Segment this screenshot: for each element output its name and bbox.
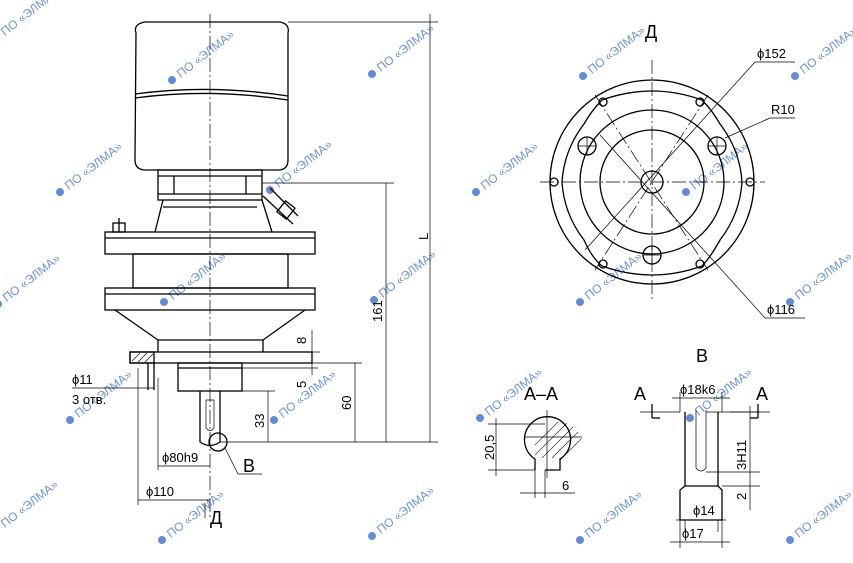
view-arrow-label: Д xyxy=(210,508,222,528)
side-view: В Д L 161 60 33 8 5 ϕ11 3 отв. ϕ80h9 ϕ11… xyxy=(72,14,438,528)
dim-2: 2 xyxy=(734,493,749,500)
watermark-text: ПО «ЭЛМА» xyxy=(0,477,61,531)
dim-110: ϕ110 xyxy=(146,484,174,499)
section-arrow-right-label: А xyxy=(756,384,768,404)
watermark-text: ПО «ЭЛМА» xyxy=(174,27,237,81)
motor-seam xyxy=(134,88,289,97)
watermark-text: ПО «ЭЛМА» xyxy=(0,0,61,39)
dim-3h11: 3H11 xyxy=(734,440,749,470)
dim-17: ϕ17 xyxy=(682,526,704,541)
dim-holes: ϕ11 xyxy=(72,372,93,387)
dim-116: ϕ116 xyxy=(767,302,795,317)
motor-body xyxy=(134,21,289,171)
watermark-text: ПО «ЭЛМА» xyxy=(478,139,541,193)
top-view-label: Д xyxy=(645,22,657,42)
watermark-text: ПО «ЭЛМА» xyxy=(272,137,335,191)
dim-60: 60 xyxy=(339,396,354,410)
dim-6: 6 xyxy=(562,478,569,493)
dim-161: 161 xyxy=(370,300,385,322)
dim-14: ϕ14 xyxy=(693,503,715,518)
dim-5: 5 xyxy=(294,381,309,388)
watermark-text: ПО «ЭЛМА» xyxy=(276,367,339,421)
detail-label: В xyxy=(696,346,708,366)
shaft-section-outline xyxy=(523,416,572,471)
watermark-text: ПО «ЭЛМА» xyxy=(376,247,439,301)
dim-80h9: ϕ80h9 xyxy=(162,450,198,465)
watermark-text: ПО «ЭЛМА» xyxy=(62,139,125,193)
watermark-text: ПО «ЭЛМА» xyxy=(582,487,645,541)
detail-ref-label: В xyxy=(243,456,255,476)
dim-L: L xyxy=(416,233,431,240)
dim-holes-count: 3 отв. xyxy=(72,392,106,407)
mounting-flange xyxy=(129,351,313,364)
dim-20-5: 20,5 xyxy=(482,435,497,460)
watermark-text: ПО «ЭЛМА» xyxy=(374,21,437,75)
watermark-text: ПО «ЭЛМА» xyxy=(374,483,437,537)
section-label: А–А xyxy=(524,384,558,404)
dim-18k6: ϕ18k6 xyxy=(680,382,715,397)
watermark-text: ПО «ЭЛМА» xyxy=(792,249,853,303)
section-arrow-left-label: А xyxy=(634,384,646,404)
watermark-text: ПО «ЭЛМА» xyxy=(792,487,853,541)
shaft-detail-outline xyxy=(679,412,723,520)
keyway xyxy=(695,410,707,472)
watermark-text: ПО «ЭЛМА» xyxy=(0,251,63,305)
dim-152: ϕ152 xyxy=(757,46,786,61)
leader-116 xyxy=(599,134,766,319)
bell-housing xyxy=(154,199,273,233)
watermark-text: ПО «ЭЛМА» xyxy=(797,23,853,77)
detail-view: В А А ϕ18k6 3H11 2 ϕ14 ϕ17 xyxy=(634,346,770,548)
motor-seam-2 xyxy=(134,92,289,101)
dim-r10: R10 xyxy=(771,102,795,117)
flange-outline xyxy=(561,90,743,276)
gearbox-taper xyxy=(114,309,306,341)
leader-152 xyxy=(584,61,756,251)
dim-33: 33 xyxy=(252,414,267,428)
top-view: Д ϕ152 R10 ϕ116 xyxy=(540,22,805,319)
leader-r10 xyxy=(724,117,771,139)
dim-8: 8 xyxy=(294,337,309,344)
watermark-text: ПО «ЭЛМА» xyxy=(585,23,648,77)
